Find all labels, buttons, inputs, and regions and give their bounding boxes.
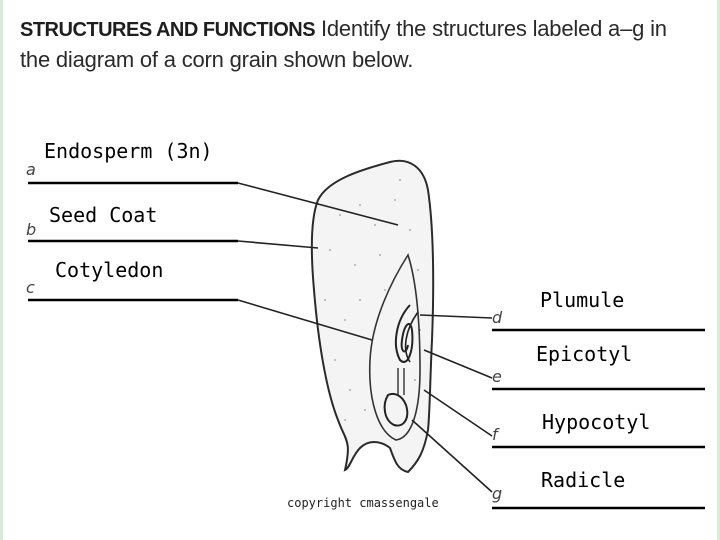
label-letter-d: d <box>492 308 503 327</box>
leader-line-e <box>423 349 493 379</box>
cotyledon-shape <box>368 253 421 441</box>
leader-line-g <box>411 419 493 493</box>
answer-hypocotyl: Hypocotyl <box>542 410 651 434</box>
leader-line-f <box>423 389 493 437</box>
hypocotyl-shape <box>397 368 405 395</box>
instruction-text: Identify the structures labeled a–g in t… <box>20 16 667 72</box>
copyright-notice: copyright cmassengale <box>287 496 439 510</box>
answer-cotyledon: Cotyledon <box>55 258 164 282</box>
label-letter-g: g <box>492 484 503 503</box>
corn-grain-outline <box>310 159 435 474</box>
right-frame-border <box>717 0 720 540</box>
answer-epicotyl: Epicotyl <box>536 342 633 366</box>
answer-seed-coat: Seed Coat <box>49 203 158 227</box>
label-letter-f: f <box>492 425 498 444</box>
leader-line-b <box>237 240 319 249</box>
label-letter-a: a <box>26 160 36 179</box>
answer-plumule: Plumule <box>540 288 625 312</box>
leader-line-c <box>237 299 373 341</box>
radicle-shape <box>383 392 409 427</box>
left-frame-border <box>0 0 3 540</box>
plumule-inner <box>404 311 419 363</box>
label-letter-e: e <box>492 367 502 386</box>
section-title: STRUCTURES AND FUNCTIONS <box>20 19 316 41</box>
label-letter-b: b <box>26 220 37 239</box>
leader-line-d <box>419 314 493 319</box>
leader-line-a <box>237 182 399 226</box>
answer-endosperm: Endosperm (3n) <box>44 139 213 163</box>
instruction-header: STRUCTURES AND FUNCTIONS Identify the st… <box>20 14 700 75</box>
label-letter-c: c <box>26 278 35 297</box>
answer-radicle: Radicle <box>541 468 626 492</box>
endosperm-texture <box>324 179 421 421</box>
plumule-shape <box>394 304 414 363</box>
